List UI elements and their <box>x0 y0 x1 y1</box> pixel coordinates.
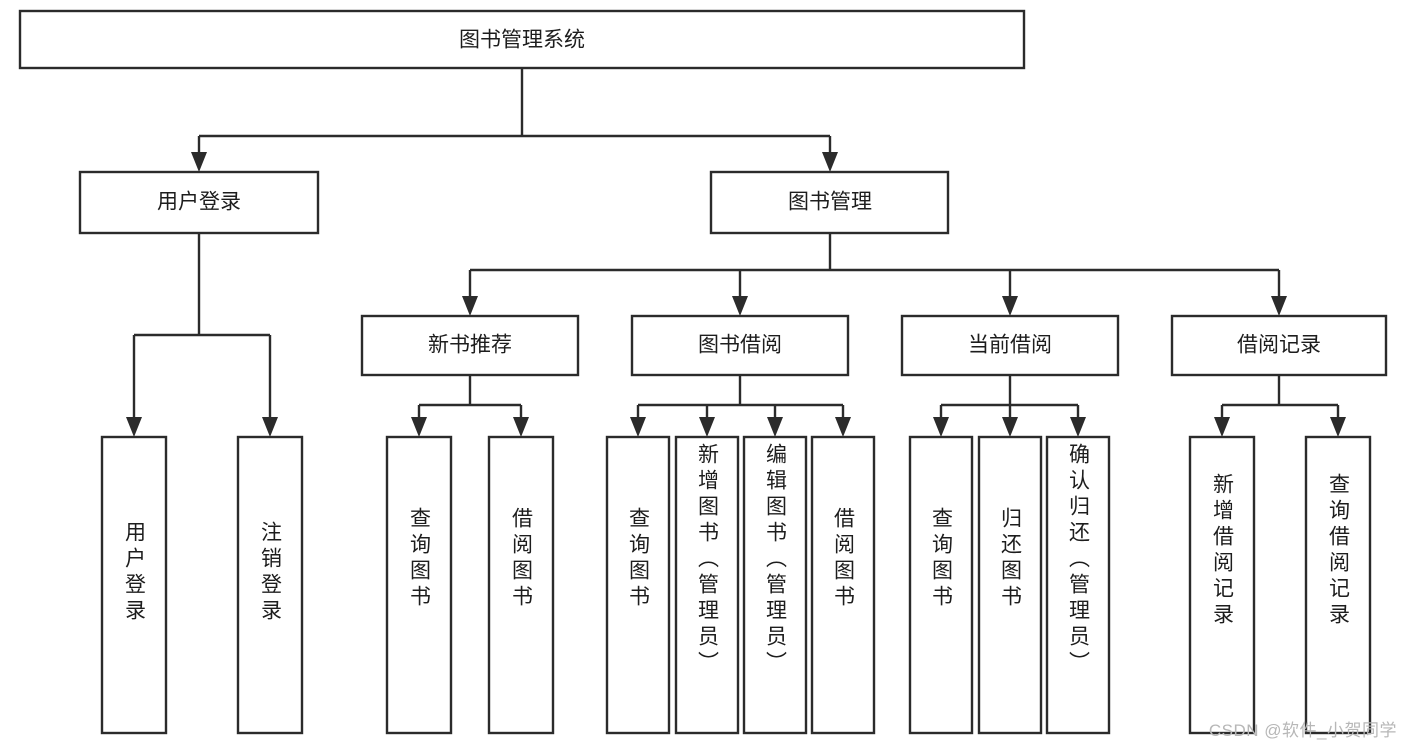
leaf-box-borrow-record-0[interactable] <box>1188 435 1256 735</box>
leaf-boxes-book-borrow <box>605 435 876 735</box>
leaf-box-book-borrow-2[interactable] <box>742 435 808 735</box>
connectors-newbook-to-leaves <box>411 375 529 437</box>
node-new-book-recommend-label: 新书推荐 <box>428 334 512 357</box>
connectors-bookborrow-to-leaves <box>630 375 851 437</box>
leaf-box-book-borrow-3[interactable] <box>810 435 876 735</box>
node-borrow-record[interactable]: 借阅记录 <box>1170 314 1388 377</box>
leaf-box-borrow-record-1[interactable] <box>1304 435 1372 735</box>
connectors-borrowrecord-to-leaves <box>1214 375 1346 437</box>
arrow-to-currentborrow <box>1002 296 1018 316</box>
arrow-newbook-leaf-1 <box>513 417 529 437</box>
arrow-bookborrow-leaf-3 <box>835 417 851 437</box>
leaf-box-user-login-1[interactable] <box>236 435 304 735</box>
connectors-currentborrow-to-leaves <box>933 375 1086 437</box>
arrow-currentborrow-leaf-2 <box>1070 417 1086 437</box>
node-root-box <box>18 9 1026 70</box>
node-book-borrow-label: 图书借阅 <box>698 334 782 357</box>
arrow-bookborrow-leaf-2 <box>767 417 783 437</box>
arrow-currentborrow-leaf-1 <box>1002 417 1018 437</box>
node-book-management-label: 图书管理 <box>788 191 872 214</box>
node-book-borrow[interactable]: 图书借阅 <box>630 314 850 377</box>
arrow-bookborrow-leaf-1 <box>699 417 715 437</box>
node-root-book-management-system[interactable]: 图书管理系统 <box>18 9 1026 70</box>
node-book-borrow-box <box>630 314 850 377</box>
arrow-to-borrowrecord <box>1271 296 1287 316</box>
node-borrow-record-label: 借阅记录 <box>1237 334 1321 357</box>
arrow-currentborrow-leaf-0 <box>933 417 949 437</box>
arrow-root-to-user-login <box>191 152 207 172</box>
leaf-boxes-borrow-record <box>1188 435 1372 735</box>
node-current-borrow[interactable]: 当前借阅 <box>900 314 1120 377</box>
arrow-borrowrecord-leaf-1 <box>1330 417 1346 437</box>
node-book-management[interactable]: 图书管理 <box>709 170 950 235</box>
leaf-box-current-borrow-0[interactable] <box>908 435 974 735</box>
arrow-to-bookborrow <box>732 296 748 316</box>
leaf-box-user-login-0[interactable] <box>100 435 168 735</box>
node-borrow-record-box <box>1170 314 1388 377</box>
leaf-box-new-book-0[interactable] <box>385 435 453 735</box>
arrow-userlogin-leaf-0 <box>126 417 142 437</box>
node-new-book-recommend[interactable]: 新书推荐 <box>360 314 580 377</box>
leaf-box-new-book-1[interactable] <box>487 435 555 735</box>
arrow-bookborrow-leaf-0 <box>630 417 646 437</box>
node-book-management-box <box>709 170 950 235</box>
node-user-login[interactable]: 用户登录 <box>78 170 320 235</box>
leaf-boxes-new-book <box>385 435 555 735</box>
arrow-to-newbook <box>462 296 478 316</box>
node-current-borrow-label: 当前借阅 <box>968 334 1052 357</box>
connectors-userlogin-to-leaves <box>126 233 278 437</box>
node-user-login-label: 用户登录 <box>157 191 241 214</box>
connectors-bookmgmt-to-level2 <box>462 233 1287 316</box>
csdn-watermark: CSDN @软件_小贺同学 <box>1208 721 1397 740</box>
connectors-root-to-level1 <box>191 68 838 172</box>
node-root-label: 图书管理系统 <box>459 29 585 52</box>
leaf-boxes-current-borrow <box>908 435 1111 735</box>
node-user-login-box <box>78 170 320 235</box>
leaf-box-book-borrow-1[interactable] <box>674 435 740 735</box>
leaf-box-current-borrow-2[interactable] <box>1045 435 1111 735</box>
node-current-borrow-box <box>900 314 1120 377</box>
node-new-book-recommend-box <box>360 314 580 377</box>
arrow-root-to-book-mgmt <box>822 152 838 172</box>
arrow-newbook-leaf-0 <box>411 417 427 437</box>
leaf-boxes-user-login <box>100 435 304 735</box>
arrow-userlogin-leaf-1 <box>262 417 278 437</box>
leaf-box-book-borrow-0[interactable] <box>605 435 671 735</box>
arrow-borrowrecord-leaf-0 <box>1214 417 1230 437</box>
leaf-box-current-borrow-1[interactable] <box>977 435 1043 735</box>
